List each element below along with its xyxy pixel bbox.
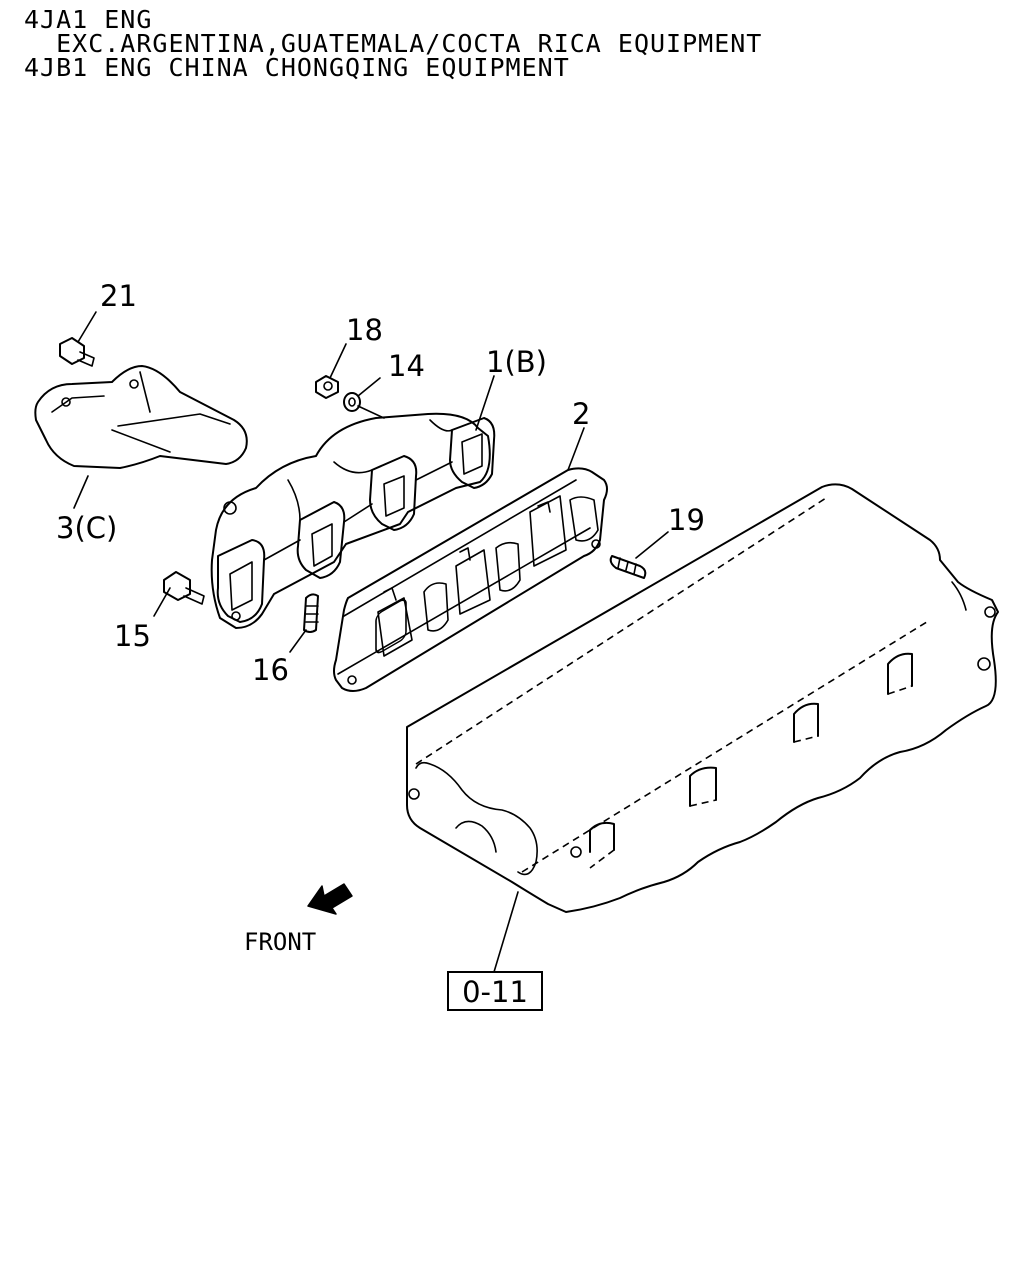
front-arrow-icon: [307, 883, 353, 915]
stud-16[interactable]: [303, 593, 319, 633]
leader-lines: [73, 311, 669, 973]
heat-shield[interactable]: [34, 365, 248, 469]
callout-2: 2: [572, 397, 590, 431]
manifold-gasket[interactable]: [333, 467, 608, 692]
exhaust-manifold[interactable]: [210, 412, 496, 629]
nut-18[interactable]: [315, 375, 339, 399]
front-label: FRONT: [244, 928, 316, 956]
header-line-2: EXC.ARGENTINA,GUATEMALA/COCTA RICA EQUIP…: [24, 29, 763, 58]
cylinder-head[interactable]: [406, 483, 999, 913]
stud-19[interactable]: [609, 555, 647, 579]
header-line-1: 4JA1 ENG: [24, 5, 153, 34]
bolt-21[interactable]: [59, 337, 95, 367]
callout-14: 14: [388, 349, 425, 383]
reference-box[interactable]: 0-11: [447, 971, 543, 1011]
bolt-15[interactable]: [163, 571, 205, 605]
callout-3c: 3(C): [56, 511, 117, 545]
callout-21: 21: [100, 279, 137, 313]
reference-box-label: 0-11: [462, 975, 528, 1009]
callout-15: 15: [114, 619, 151, 653]
callout-18: 18: [346, 313, 383, 347]
callout-16: 16: [252, 653, 289, 687]
header-line-3: 4JB1 ENG CHINA CHONGQING EQUIPMENT: [24, 53, 570, 82]
callout-1b: 1(B): [486, 345, 547, 379]
washer-14[interactable]: [343, 392, 361, 412]
callout-19: 19: [668, 503, 705, 537]
